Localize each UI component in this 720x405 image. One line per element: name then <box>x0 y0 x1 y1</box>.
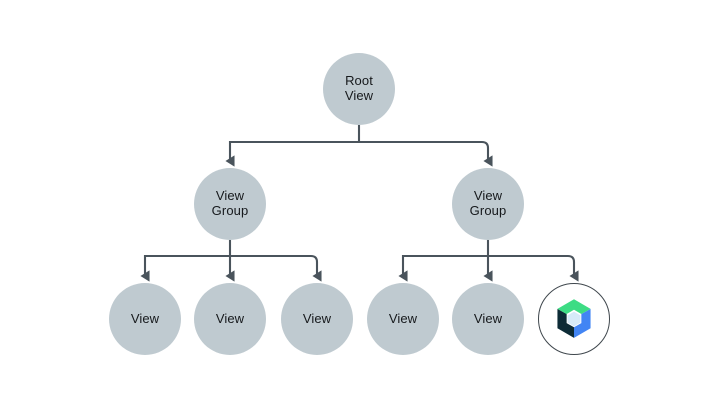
edge-vgright-elbow-1 <box>401 254 409 262</box>
node-view-4[interactable]: View <box>367 283 439 355</box>
edge-vgleft-elbow-3 <box>310 254 319 263</box>
node-view-5-label: View <box>473 310 503 326</box>
node-view-1-label: View <box>130 310 160 326</box>
node-view-1[interactable]: View <box>109 283 181 355</box>
node-root-view[interactable]: Root View <box>323 53 395 125</box>
node-view-5[interactable]: View <box>452 283 524 355</box>
node-view-3[interactable]: View <box>281 283 353 355</box>
node-view-group-right[interactable]: View Group <box>452 168 524 240</box>
node-view-group-left-label: View Group <box>211 188 249 218</box>
edge-vgright-elbow-3 <box>567 254 576 263</box>
node-view-group-left[interactable]: View Group <box>194 168 266 240</box>
edge-root-right-elbow <box>481 140 490 149</box>
node-view-4-label: View <box>388 310 418 326</box>
node-view-2-label: View <box>215 310 245 326</box>
node-compose[interactable] <box>538 283 610 355</box>
node-view-group-right-label: View Group <box>469 188 507 218</box>
node-root-view-label: Root View <box>344 73 374 103</box>
edge-root-left-elbow <box>228 140 236 148</box>
edge-vgleft-elbow-1 <box>143 254 151 262</box>
jetpack-compose-icon <box>551 296 597 342</box>
node-view-3-label: View <box>302 310 332 326</box>
node-view-2[interactable]: View <box>194 283 266 355</box>
